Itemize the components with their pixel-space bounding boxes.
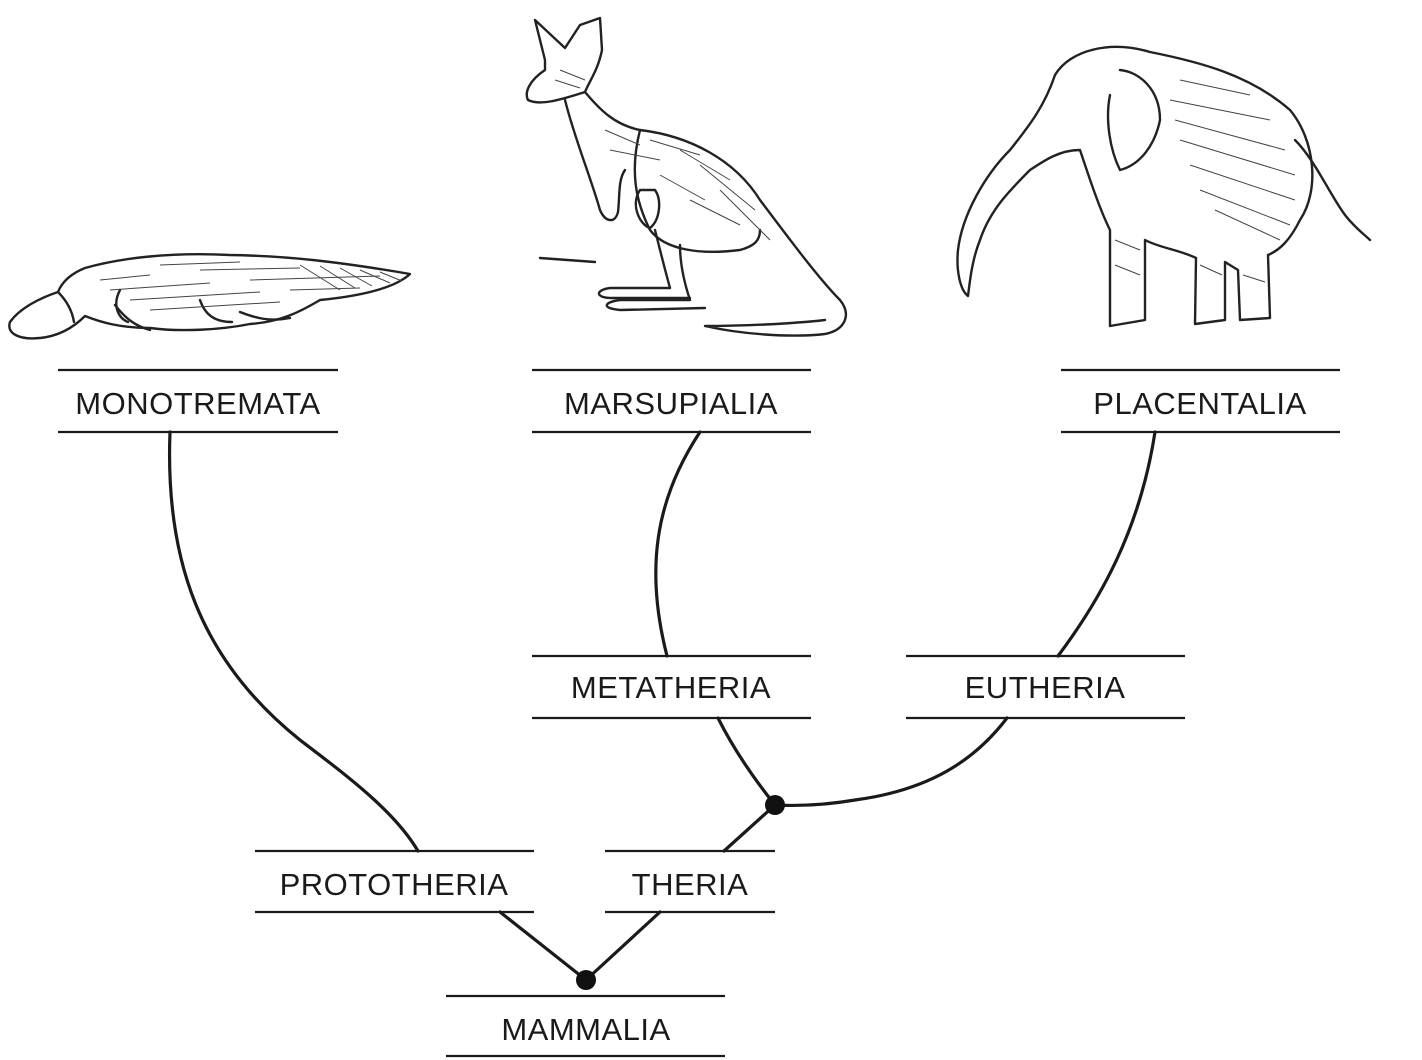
taxon-placentalia-label: PLACENTALIA bbox=[1093, 386, 1306, 421]
edge-metatheria bbox=[716, 716, 777, 807]
kangaroo-illustration bbox=[525, 16, 847, 337]
taxon-monotremata: MONOTREMATA bbox=[58, 368, 338, 434]
edge-prototheria bbox=[498, 910, 588, 982]
taxon-placentalia: PLACENTALIA bbox=[1061, 368, 1340, 434]
node-theria bbox=[765, 795, 785, 815]
taxon-theria: THERIA bbox=[605, 849, 775, 914]
node-mammalia bbox=[576, 970, 596, 990]
edge-placentalia bbox=[1056, 430, 1157, 658]
taxon-mammalia: MAMMALIA bbox=[446, 994, 725, 1058]
taxon-eutheria-label: EUTHERIA bbox=[965, 670, 1126, 705]
edge-theria bbox=[584, 910, 662, 982]
taxon-metatheria-label: METATHERIA bbox=[571, 670, 771, 705]
taxon-eutheria: EUTHERIA bbox=[906, 654, 1185, 720]
platypus-illustration bbox=[8, 253, 412, 340]
edge-marsupialia bbox=[654, 430, 702, 658]
taxon-prototheria-label: PROTOTHERIA bbox=[280, 867, 509, 902]
elephant-illustration bbox=[956, 45, 1372, 328]
taxon-monotremata-label: MONOTREMATA bbox=[75, 386, 320, 421]
taxon-mammalia-label: MAMMALIA bbox=[501, 1012, 670, 1047]
taxon-theria-label: THERIA bbox=[632, 867, 749, 902]
taxon-marsupialia: MARSUPIALIA bbox=[532, 368, 811, 434]
edge-monotremata bbox=[167, 430, 420, 853]
taxon-metatheria: METATHERIA bbox=[532, 654, 811, 720]
taxon-marsupialia-label: MARSUPIALIA bbox=[564, 386, 778, 421]
taxon-prototheria: PROTOTHERIA bbox=[255, 849, 534, 914]
edge-eutheria bbox=[773, 716, 1009, 808]
edge-theria-upper bbox=[722, 803, 777, 853]
